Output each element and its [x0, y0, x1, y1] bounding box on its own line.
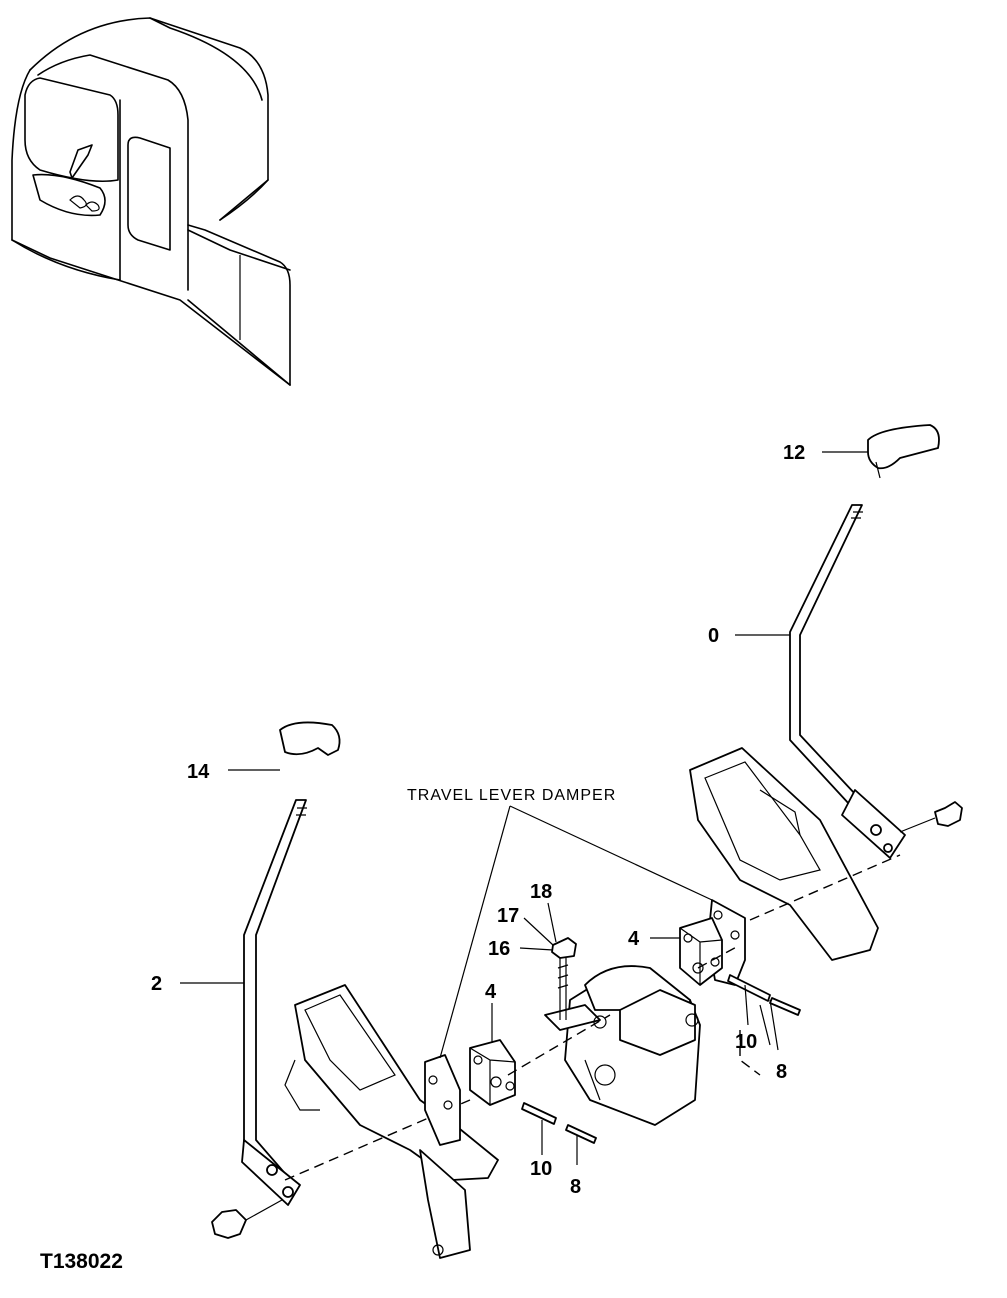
figure-id: T138022 — [40, 1250, 123, 1273]
callout-12: 12 — [783, 442, 805, 464]
bolt-16-17-18 — [551, 937, 577, 1020]
damper-assembly — [424, 899, 801, 1146]
callout-0: 0 — [708, 625, 719, 647]
bolt-right — [934, 801, 963, 827]
callout-labels: TRAVEL LEVER DAMPER 12 0 14 2 18 17 16 4… — [40, 442, 805, 1273]
callout-17: 17 — [497, 905, 519, 927]
callout-8-left: 8 — [570, 1176, 581, 1198]
lever-0 — [789, 504, 871, 819]
pin-10-right — [727, 974, 771, 1002]
knob-14 — [279, 721, 341, 756]
callout-4-left: 4 — [485, 981, 497, 1003]
callout-18: 18 — [530, 881, 552, 903]
caption-travel-lever-damper: TRAVEL LEVER DAMPER — [407, 787, 616, 804]
pin-8-right — [769, 997, 801, 1016]
lever-2 — [243, 799, 307, 1193]
cab-illustration — [11, 17, 291, 386]
right-lever-assembly — [689, 424, 963, 961]
callout-8-right: 8 — [776, 1061, 787, 1083]
callout-16: 16 — [488, 938, 510, 960]
leader-lines — [180, 451, 868, 1165]
pin-10-left — [521, 1102, 557, 1125]
callout-10-right: 10 — [735, 1031, 757, 1053]
bolt-left — [211, 1209, 247, 1239]
callout-2: 2 — [151, 973, 162, 995]
knob-12 — [867, 424, 940, 470]
pedal-right — [689, 747, 879, 961]
block-4-left — [469, 1039, 516, 1106]
callout-4-right: 4 — [628, 928, 640, 950]
pedal-left — [294, 984, 499, 1181]
callout-10-left: 10 — [530, 1158, 552, 1180]
pin-8-left — [565, 1124, 597, 1144]
callout-14: 14 — [187, 761, 210, 783]
